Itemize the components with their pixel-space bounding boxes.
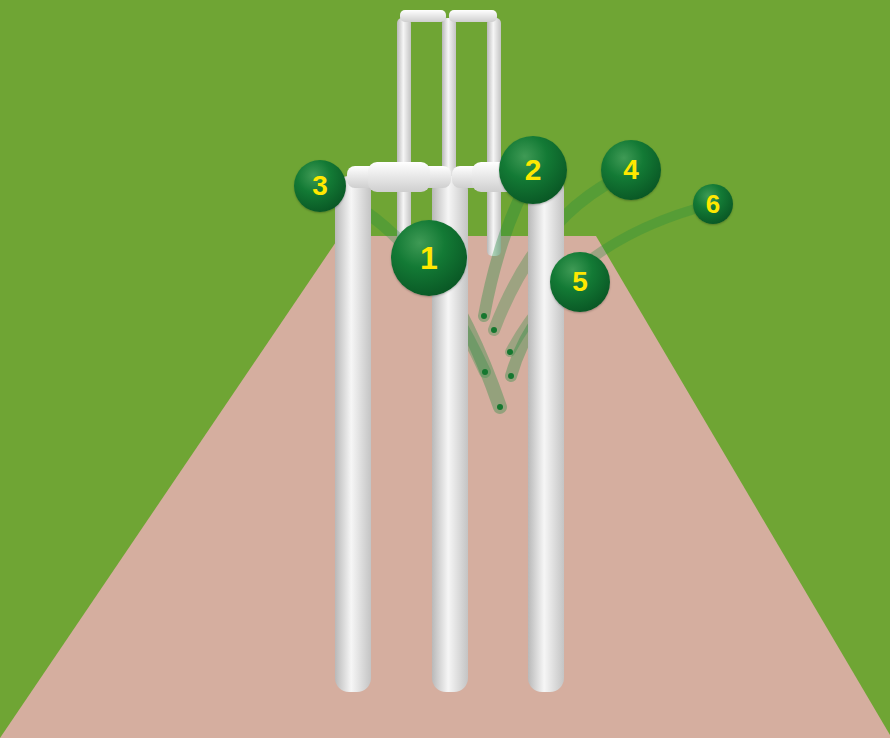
ball-callout: 3: [294, 160, 346, 212]
bounce-dot: [481, 313, 487, 319]
bounce-dot: [482, 369, 488, 375]
ball-callout: 5: [550, 252, 610, 312]
bounce-dot: [491, 327, 497, 333]
callout-number: 3: [312, 172, 328, 200]
ball-callout: 6: [693, 184, 733, 224]
bounce-dot: [507, 349, 513, 355]
callout-number: 4: [623, 156, 639, 184]
bounce-points: [481, 313, 514, 410]
bounce-dot: [508, 373, 514, 379]
stump: [528, 176, 564, 692]
bail: [368, 162, 430, 192]
stump: [487, 18, 501, 256]
callout-number: 5: [572, 268, 588, 296]
bail: [400, 10, 446, 22]
stump: [335, 176, 371, 692]
ball-callout: 4: [601, 140, 661, 200]
callout-number: 2: [525, 155, 542, 185]
ball-callout: 1: [391, 220, 467, 296]
ball-callout: 2: [499, 136, 567, 204]
callout-number: 6: [706, 191, 720, 217]
bail: [449, 10, 497, 22]
ball-trails: [330, 172, 713, 407]
callout-number: 1: [420, 242, 438, 274]
stump: [397, 18, 411, 256]
near-stumps: [335, 162, 564, 692]
bounce-dot: [497, 404, 503, 410]
